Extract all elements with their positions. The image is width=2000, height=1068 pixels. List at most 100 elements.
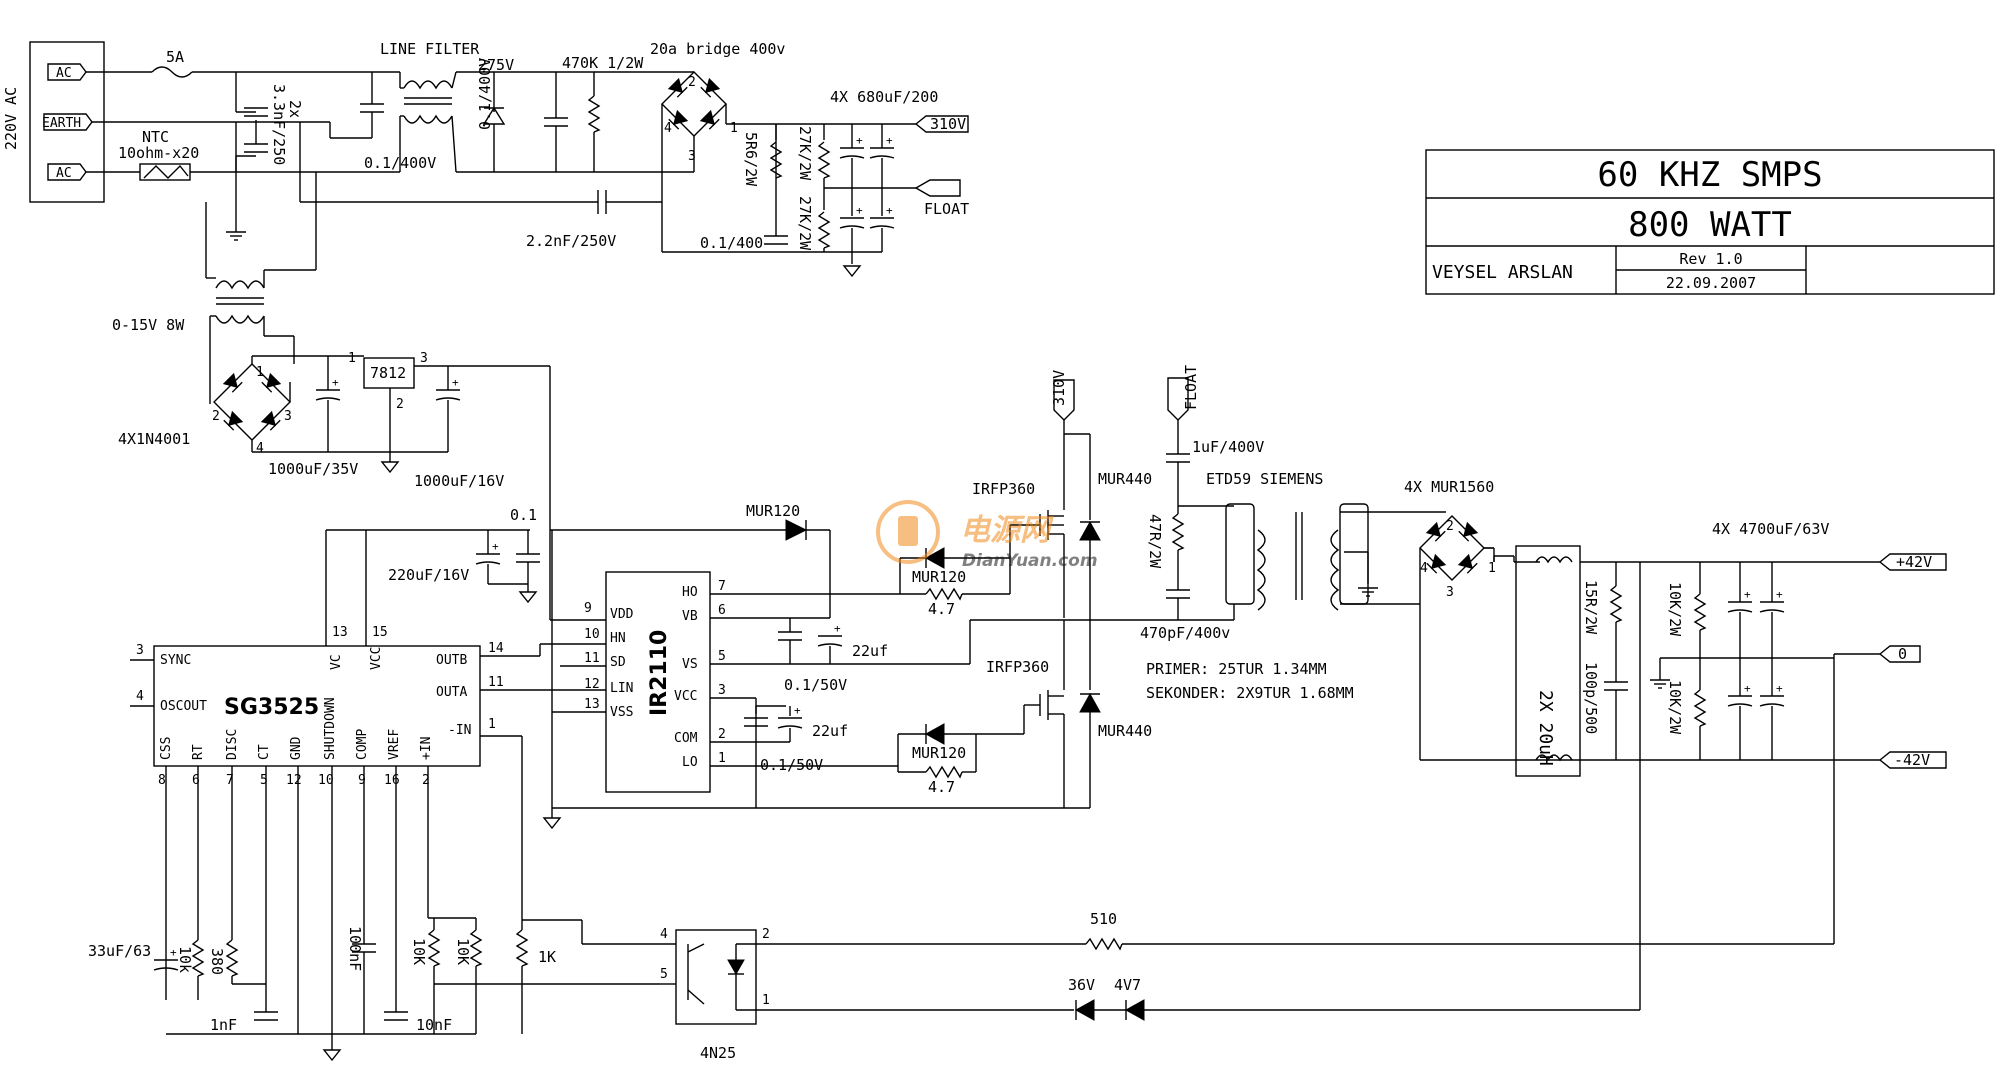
ir-pin1: 1	[718, 751, 726, 766]
ir-vss: VSS	[610, 705, 633, 720]
cap-220u-label: 220uF/16V	[388, 566, 469, 584]
watermark-cn: 电源网	[960, 513, 1054, 548]
out-caps-label: 4X 4700uF/63V	[1712, 520, 1829, 538]
transformer-label: ETD59 SIEMENS	[1206, 470, 1323, 488]
mosfet-hi-label: IRFP360	[972, 480, 1035, 498]
op-pin2: 2	[762, 927, 770, 942]
ir-pin13: 13	[584, 697, 600, 712]
aux-bridge	[213, 363, 291, 441]
sg3525-label: SG3525	[224, 695, 319, 720]
sg-pin8: 8	[158, 773, 166, 788]
res-47-a-label: 4.7	[928, 600, 955, 618]
varistor-label: 275V	[478, 56, 514, 74]
ntc-label: NTC	[142, 128, 169, 146]
sg-pin5: 5	[260, 773, 268, 788]
mur120-b-label: MUR120	[912, 744, 966, 762]
sg-pin11: 11	[488, 675, 504, 690]
ac1-tag: AC	[56, 66, 72, 81]
sg-disc: DISC	[225, 729, 240, 760]
line-filter-choke-bottom	[403, 114, 453, 124]
ir-sd: SD	[610, 655, 626, 670]
title-line1: 60 KHZ SMPS	[1597, 155, 1822, 195]
ntc-value: 10ohm-x20	[118, 144, 199, 162]
sg-pin2: 2	[422, 773, 430, 788]
zener-4v7-label: 4V7	[1114, 976, 1141, 994]
cap-470p-label: 470pF/400v	[1140, 624, 1230, 642]
sg-in-plus: +IN	[419, 737, 434, 760]
output-choke	[1515, 545, 1581, 777]
main-transformer-secondary	[1330, 529, 1340, 611]
ir-hn: HN	[610, 631, 626, 646]
sg-vcc: VCC	[369, 647, 384, 670]
out-br-pin4: 4	[1420, 561, 1428, 576]
aux-br-pin4: 4	[256, 441, 264, 456]
sg-gnd: GND	[289, 736, 304, 760]
sg-in-minus: -IN	[448, 723, 471, 738]
zener-36-label: 36V	[1068, 976, 1095, 994]
primary-winding: PRIMER: 25TUR 1.34MM	[1146, 660, 1327, 678]
res-10k-a-label: 10K/2W	[1666, 582, 1684, 637]
optocoupler	[675, 929, 757, 1025]
cap-22u-a-label: 22uf	[852, 642, 888, 660]
date: 22.09.2007	[1666, 274, 1756, 292]
in-br-pin2: 2	[688, 75, 696, 90]
ir-pin5: 5	[718, 649, 726, 664]
sg-pin10: 10	[318, 773, 334, 788]
aux-bridge-label: 4X1N4001	[118, 430, 190, 448]
aux-transformer-label: 0-15V 8W	[112, 316, 185, 334]
pot-10k-label: 10k	[176, 946, 194, 973]
reg-pin1: 1	[348, 351, 356, 366]
sg-pin16: 16	[384, 773, 400, 788]
ir-vb: VB	[682, 609, 698, 624]
sg-pin1: 1	[488, 717, 496, 732]
ir-vcc: VCC	[674, 689, 697, 704]
res-510-label: 510	[1090, 910, 1117, 928]
diode-lo-label: MUR440	[1098, 722, 1152, 740]
sg-shutdown: SHUTDOWN	[323, 697, 338, 760]
sg-sync: SYNC	[160, 653, 191, 668]
res-47-b-label: 4.7	[928, 778, 955, 796]
line-filter-label: LINE FILTER	[380, 40, 480, 58]
aux-br-pin3: 3	[284, 409, 292, 424]
cap-22u-b-label: 22uf	[812, 722, 848, 740]
main-transformer-primary	[1256, 529, 1266, 611]
mosfet-lo-label: IRFP360	[986, 658, 1049, 676]
aux-br-pin2: 2	[212, 409, 220, 424]
cap-10nf-label: 10nF	[416, 1016, 452, 1034]
res-27k-b-label: 27K/2W	[796, 196, 814, 251]
cap-33u-label: 33uF/63	[88, 942, 151, 960]
cap-1nf-label: 1nF	[210, 1016, 237, 1034]
op-pin4: 4	[660, 927, 668, 942]
out-float-tag: FLOAT	[924, 200, 969, 218]
line-filter-choke-top	[403, 80, 453, 90]
sg-rt: RT	[191, 744, 206, 760]
earth-tag: EARTH	[42, 116, 81, 131]
rail-float-tag: FLOAT	[1182, 365, 1200, 410]
sg-pin4: 4	[136, 689, 144, 704]
sg-css: CSS	[159, 737, 174, 760]
ntc	[139, 163, 191, 181]
cap-0150-b-label: 0.1/50V	[760, 756, 823, 774]
sg-pin12: 12	[286, 773, 302, 788]
res-380-label: 380	[208, 948, 226, 975]
output-section: 4X MUR1560 2 4 3 1 2X 20uH 15R/2W 100p/5…	[1404, 478, 1947, 777]
sg-vc: VC	[329, 654, 344, 670]
sg-pin13: 13	[332, 625, 348, 640]
res-15r-label: 15R/2W	[1582, 580, 1600, 635]
in-br-pin3: 3	[688, 149, 696, 164]
supply-label: 220V AC	[2, 87, 20, 150]
ir-vdd: VDD	[610, 607, 634, 622]
ir-pin11: 11	[584, 651, 600, 666]
op-pin5: 5	[660, 967, 668, 982]
ir2110-label: IR2110	[647, 630, 672, 716]
ir-pin6: 6	[718, 603, 726, 618]
out-br-pin2: 2	[1446, 519, 1454, 534]
out-310-tag: 310V	[930, 115, 966, 133]
power-stage: 310V FLOAT IRFP360 MUR440 MUR120 4.7	[758, 365, 1420, 808]
sg-outb: OUTB	[436, 653, 467, 668]
aux-supply: 0-15V 8W 2 3 1 4 4X1N4001 1000uF/35V 781…	[112, 122, 551, 620]
watermark-en: DianYuan.com	[962, 551, 1098, 571]
cap-100nf-label: 100nF	[346, 926, 364, 971]
res-10k-c-label: 10K	[454, 938, 472, 965]
output-bridge	[1419, 515, 1485, 581]
